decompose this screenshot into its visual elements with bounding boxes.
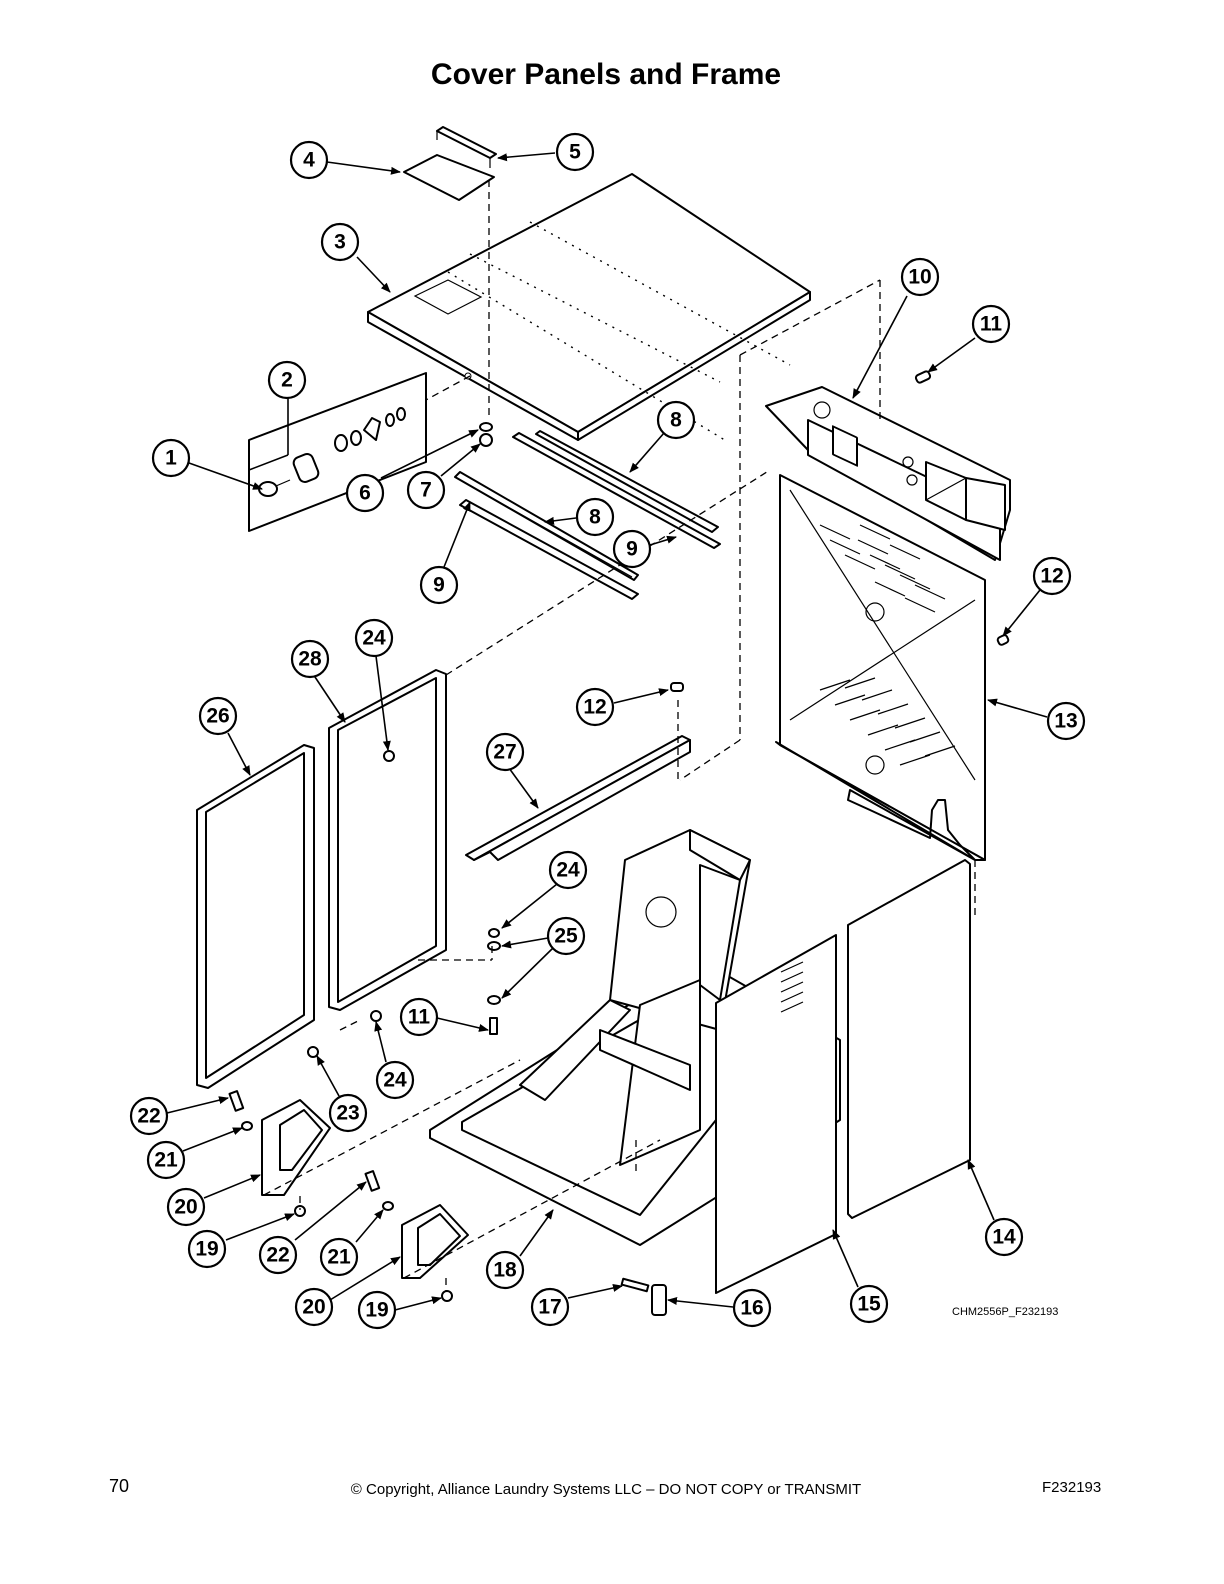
callout-9a: 9 xyxy=(612,529,652,569)
callout-1: 1 xyxy=(151,438,191,478)
svg-text:19: 19 xyxy=(365,1299,388,1322)
callout-20a: 20 xyxy=(166,1187,206,1227)
callout-21b: 21 xyxy=(319,1237,359,1277)
callout-25: 25 xyxy=(546,916,586,956)
svg-text:9: 9 xyxy=(626,538,638,561)
svg-text:20: 20 xyxy=(174,1196,197,1219)
callout-22a: 22 xyxy=(129,1096,169,1136)
callout-9b: 9 xyxy=(419,565,459,605)
svg-text:22: 22 xyxy=(266,1244,289,1267)
callout-10: 10 xyxy=(900,257,940,297)
foot-covers-part xyxy=(261,1099,469,1279)
callout-16: 16 xyxy=(732,1288,772,1328)
callout-19a: 19 xyxy=(187,1229,227,1269)
svg-text:21: 21 xyxy=(154,1149,178,1172)
access-panel-part xyxy=(403,126,497,201)
svg-text:18: 18 xyxy=(493,1259,517,1282)
page-number: 70 xyxy=(109,1476,130,1496)
leader-lines xyxy=(166,152,1048,1311)
svg-text:14: 14 xyxy=(992,1226,1016,1249)
left-side-panels-part xyxy=(196,669,447,1089)
callout-5: 5 xyxy=(555,132,595,172)
callout-20b: 20 xyxy=(294,1287,334,1327)
svg-text:24: 24 xyxy=(362,627,386,650)
callout-7: 7 xyxy=(406,470,446,510)
svg-text:12: 12 xyxy=(583,696,606,719)
front-panels-part xyxy=(715,859,971,1294)
callout-15: 15 xyxy=(849,1284,889,1324)
callout-4: 4 xyxy=(289,140,329,180)
assembly-lines xyxy=(263,180,976,1292)
top-cover-part xyxy=(367,173,811,443)
side-rails-part xyxy=(454,430,721,600)
callout-26: 26 xyxy=(198,696,238,736)
document-code: F232193 xyxy=(1042,1479,1102,1496)
svg-text:16: 16 xyxy=(740,1297,763,1320)
callout-21a: 21 xyxy=(146,1140,186,1180)
crossbar-part xyxy=(465,735,691,861)
rear-bracket-part xyxy=(765,386,1011,561)
callout-22b: 22 xyxy=(258,1235,298,1275)
svg-text:6: 6 xyxy=(359,482,371,505)
svg-text:20: 20 xyxy=(302,1296,325,1319)
callout-8a: 8 xyxy=(656,400,696,440)
svg-text:28: 28 xyxy=(298,648,322,671)
callout-14: 14 xyxy=(984,1217,1024,1257)
callout-17: 17 xyxy=(530,1287,570,1327)
svg-text:11: 11 xyxy=(980,313,1003,336)
callout-28: 28 xyxy=(290,639,330,679)
callout-8b: 8 xyxy=(575,497,615,537)
lock-assembly-part xyxy=(248,372,427,532)
callout-11a: 11 xyxy=(971,304,1011,344)
svg-text:13: 13 xyxy=(1054,710,1077,733)
rear-panel-part xyxy=(775,474,986,861)
hardware-part xyxy=(228,370,1010,1316)
svg-text:7: 7 xyxy=(420,479,432,502)
svg-text:15: 15 xyxy=(857,1293,881,1316)
callout-2: 2 xyxy=(267,360,307,400)
svg-text:22: 22 xyxy=(137,1105,160,1128)
callout-27: 27 xyxy=(485,732,525,772)
callout-24c: 24 xyxy=(375,1060,415,1100)
nut-washer-part xyxy=(479,422,493,447)
svg-text:19: 19 xyxy=(195,1238,218,1261)
svg-text:9: 9 xyxy=(433,574,445,597)
callout-3: 3 xyxy=(320,222,360,262)
svg-text:4: 4 xyxy=(303,149,315,172)
svg-text:27: 27 xyxy=(493,741,516,764)
callout-18: 18 xyxy=(485,1250,525,1290)
callout-24a: 24 xyxy=(354,618,394,658)
callout-12b: 12 xyxy=(575,687,615,727)
drawing-code: CHM2556P_F232193 xyxy=(952,1306,1059,1318)
svg-text:2: 2 xyxy=(281,369,293,392)
callout-13: 13 xyxy=(1046,701,1086,741)
callout-11b: 11 xyxy=(399,997,439,1037)
svg-text:21: 21 xyxy=(327,1246,351,1269)
copyright-notice: © Copyright, Alliance Laundry Systems LL… xyxy=(350,1481,862,1498)
svg-text:24: 24 xyxy=(556,859,580,882)
svg-text:3: 3 xyxy=(334,231,346,254)
svg-text:11: 11 xyxy=(408,1006,431,1029)
page-title: Cover Panels and Frame xyxy=(430,58,782,91)
callout-12a: 12 xyxy=(1032,556,1072,596)
svg-text:25: 25 xyxy=(554,925,578,948)
svg-text:1: 1 xyxy=(165,447,177,470)
callout-19b: 19 xyxy=(357,1290,397,1330)
svg-text:17: 17 xyxy=(538,1296,561,1319)
callout-23: 23 xyxy=(328,1093,368,1133)
callout-24b: 24 xyxy=(548,850,588,890)
svg-text:23: 23 xyxy=(336,1102,359,1125)
svg-text:8: 8 xyxy=(670,409,682,432)
svg-text:12: 12 xyxy=(1040,565,1063,588)
svg-text:8: 8 xyxy=(589,506,601,529)
svg-text:5: 5 xyxy=(569,141,581,164)
svg-text:24: 24 xyxy=(383,1069,407,1092)
svg-text:26: 26 xyxy=(206,705,229,728)
svg-text:10: 10 xyxy=(908,266,931,289)
callout-6: 6 xyxy=(345,473,385,513)
